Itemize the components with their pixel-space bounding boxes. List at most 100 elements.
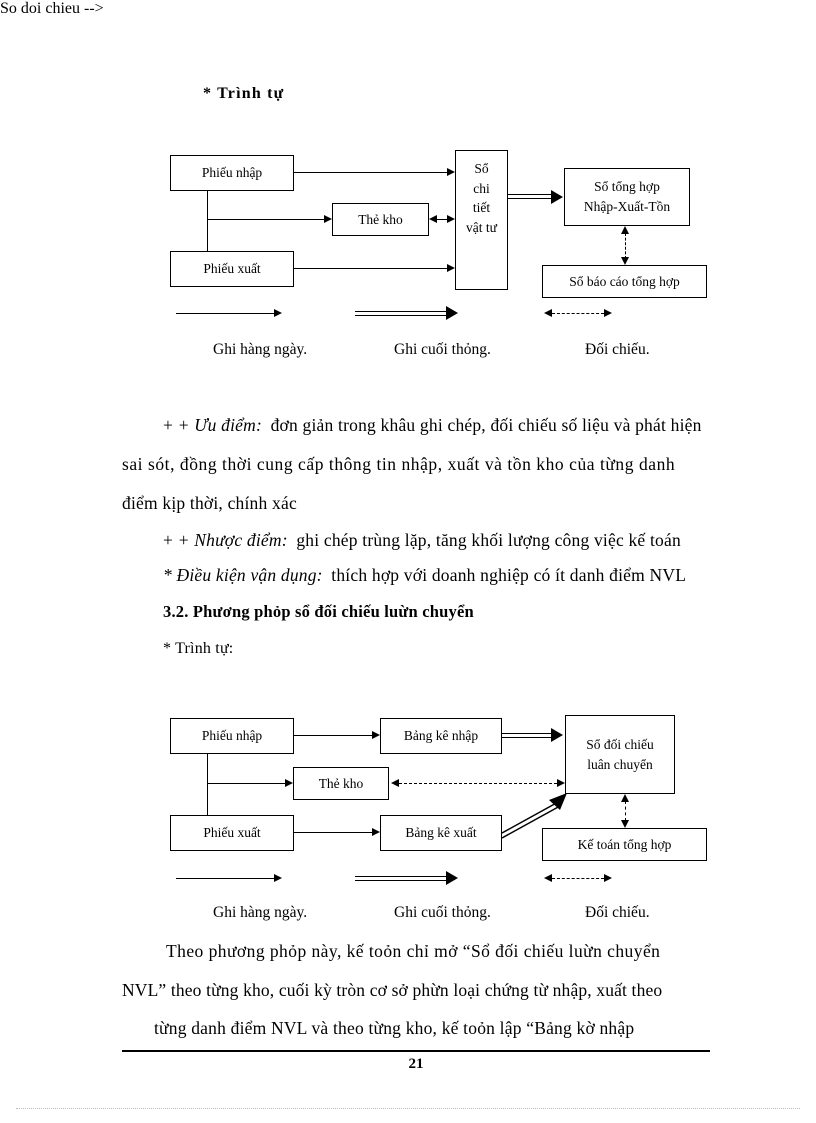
box-bang-ke-nhap-label: Bảng kê nhập <box>403 728 479 744</box>
box-so-bao-cao-label: Sổ báo cáo tổng hợp <box>569 273 680 289</box>
arrowhead-dashed-thekho-left <box>391 778 399 787</box>
legend1-arrow-double-head <box>446 306 458 320</box>
box-so-doi-chieu-line-2: luân chuyển <box>587 756 653 772</box>
nhuoc-diem-text: ghi chép trùng lặp, tăng khối lượng công… <box>296 530 681 550</box>
arrowhead-diagonal-sodoichieu <box>549 793 567 810</box>
legend1-arrow-solid-line <box>176 313 274 314</box>
legend2-arrow-dashed-head-right <box>604 873 612 882</box>
box-so-chi-tiet-line-3: tiết <box>472 200 491 216</box>
legend1-label-ghi-cuoi-thong: Ghi cuối thỏng. <box>394 341 491 358</box>
heading-3-2: 3.2. Phương phỏp sổ đối chiếu luừn chuyể… <box>163 602 474 621</box>
nhuoc-diem-label: + + Nhược điểm: <box>163 530 288 550</box>
box-phieu-nhap-label: Phiếu nhập <box>201 165 263 181</box>
box-so-tong-hop: Sổ tổng hợp Nhập-Xuất-Tồn <box>564 168 690 226</box>
paragraph-uu-diem-line3: điểm kịp thời, chính xác <box>122 493 297 513</box>
box-the-kho-label: Thẻ kho <box>358 211 403 227</box>
paragraph-dieu-kien: * Điều kiện vận dụng: thích hợp với doan… <box>163 565 687 585</box>
uu-diem-label: + + Ưu điểm: <box>163 415 263 435</box>
legend1-arrow-dashed-head-right <box>604 308 612 317</box>
connector-branch-to-thekho <box>207 219 324 220</box>
paragraph-uu-diem-line1: + + Ưu điểm: đơn giản trong khâu ghi ché… <box>163 415 702 435</box>
connector-thekho-sochitiet <box>432 219 453 220</box>
trinh-tu-label-2: * Trình tự: <box>163 640 234 657</box>
legend1-arrow-double-line <box>355 310 447 316</box>
uu-diem-line1-text: đơn giản trong khâu ghi chép, đối chiếu … <box>270 415 702 435</box>
box-so-doi-chieu-line-1: Sổ đối chiếu <box>586 736 654 752</box>
legend2-arrow-dashed-head-left <box>544 873 552 882</box>
box-bang-ke-nhap: Bảng kê nhập <box>380 718 502 754</box>
box-bang-ke-xuat: Bảng kê xuất <box>380 815 502 851</box>
connector-branch-to-thekho-2 <box>207 783 285 784</box>
arrowhead-branch-to-thekho <box>324 214 332 223</box>
box-phieu-xuat-2: Phiếu xuất <box>170 815 294 851</box>
bottom-dotted-rule <box>16 1108 800 1109</box>
connector-dashed-tonghop-baocao <box>625 233 626 259</box>
closing-line-3: từng danh điểm NVL và theo từng kho, kế … <box>154 1018 635 1038</box>
legend1-arrow-dashed-line <box>552 313 604 314</box>
legend1-label-doi-chieu: Đối chiếu. <box>585 341 650 358</box>
connector-nhap-to-bangkenhap <box>294 735 372 736</box>
box-so-chi-tiet-vat-tu: Sổ chi tiết vật tư <box>455 150 508 290</box>
connector-double-bangkenhap-sodoichieu <box>502 732 552 738</box>
box-the-kho-2-label: Thẻ kho <box>318 775 364 791</box>
arrowhead-thekho-right <box>447 214 455 223</box>
box-phieu-nhap-2-label: Phiếu nhập <box>201 728 263 744</box>
arrowhead-branch-to-thekho-2 <box>285 778 293 787</box>
box-the-kho: Thẻ kho <box>332 203 429 236</box>
box-so-tong-hop-line-2: Nhập-Xuất-Tồn <box>583 199 671 214</box>
box-the-kho-2: Thẻ kho <box>293 767 389 800</box>
arrowhead-xuat-to-bangkexuat <box>372 827 380 836</box>
legend2-label-ghi-cuoi-thong: Ghi cuối thỏng. <box>394 904 491 921</box>
legend1-arrow-solid-head <box>274 308 282 317</box>
page-number: 21 <box>408 1056 424 1072</box>
connector-vertical-nhap-xuat-2 <box>207 754 208 815</box>
connector-xuat-to-bangkexuat <box>294 832 372 833</box>
box-so-doi-chieu-luan-chuyen: Sổ đối chiếu luân chuyển <box>565 715 675 794</box>
connector-dashed-thekho-sodoichieu <box>399 783 557 784</box>
box-phieu-nhap-2: Phiếu nhập <box>170 718 294 754</box>
closing-line-1: Theo phương phỏp này, kế toỏn chỉ mở “Sổ… <box>166 941 661 961</box>
box-phieu-xuat: Phiếu xuất <box>170 251 294 287</box>
box-so-tong-hop-line-1: Sổ tổng hợp <box>594 179 660 195</box>
box-so-chi-tiet-line-1: Sổ <box>474 161 489 176</box>
connector-nhap-to-sochitiet <box>294 172 447 173</box>
arrowhead-dashed-sodoichieu-right <box>557 778 565 787</box>
arrowhead-double-sotonghop <box>551 189 563 204</box>
legend2-label-ghi-hang-ngay: Ghi hàng ngày. <box>213 904 308 921</box>
legend1-arrow-dashed-head-left <box>544 308 552 317</box>
connector-dashed-sodoichieu-ketoan <box>625 801 626 821</box>
legend2-arrow-double-head <box>446 871 458 885</box>
flowchart-so-doi-chieu-luan-chuyen: Phiếu nhập Bảng kê nhập Thẻ kho Phiếu xu… <box>0 0 816 861</box>
dieu-kien-label: * Điều kiện vận dụng: <box>163 565 323 585</box>
paragraph-nhuoc-diem: + + Nhược điểm: ghi chép trùng lặp, tăng… <box>163 530 681 550</box>
arrowhead-dashed-down-2 <box>620 820 629 828</box>
footer-divider <box>122 1050 710 1052</box>
arrowhead-dashed-up <box>620 226 629 234</box>
box-so-chi-tiet-line-2: chi <box>473 180 490 196</box>
legend2-label-doi-chieu: Đối chiếu. <box>585 904 650 921</box>
connector-double-sochitiet-sotonghop <box>508 194 552 199</box>
arrowhead-double-bangkenhap <box>551 728 563 742</box>
box-phieu-nhap: Phiếu nhập <box>170 155 294 191</box>
box-so-bao-cao-tong-hop: Sổ báo cáo tổng hợp <box>542 265 707 298</box>
box-so-chi-tiet-line-4: vật tư <box>466 219 497 235</box>
trinh-tu-label-1: * Trình tự <box>203 85 285 102</box>
legend2-arrow-dashed-line <box>552 878 604 879</box>
connector-vertical-nhap-xuat <box>207 191 208 251</box>
box-ke-toan-tong-hop: Kế toán tổng hợp <box>542 828 707 861</box>
dieu-kien-text: thích hợp với doanh nghiệp có ít danh đi… <box>331 565 687 585</box>
arrowhead-dashed-up-2 <box>620 794 629 802</box>
legend2-arrow-solid-line <box>176 878 274 879</box>
arrowhead-xuat-to-sochitiet <box>447 263 455 272</box>
arrowhead-nhap-to-bangkenhap <box>372 730 380 739</box>
box-phieu-xuat-2-label: Phiếu xuất <box>203 825 261 841</box>
arrowhead-dashed-down <box>620 257 629 265</box>
arrowhead-thekho-left <box>429 214 437 223</box>
paragraph-uu-diem-line2: sai sót, đồng thời cung cấp thông tin nh… <box>122 454 676 474</box>
legend2-arrow-double-line <box>355 875 447 881</box>
box-phieu-xuat-label: Phiếu xuất <box>203 261 261 277</box>
closing-line-2: NVL” theo từng kho, cuối kỳ tròn cơ sở p… <box>122 980 663 1000</box>
arrowhead-nhap-to-sochitiet <box>447 167 455 176</box>
box-bang-ke-xuat-label: Bảng kê xuất <box>405 825 477 841</box>
